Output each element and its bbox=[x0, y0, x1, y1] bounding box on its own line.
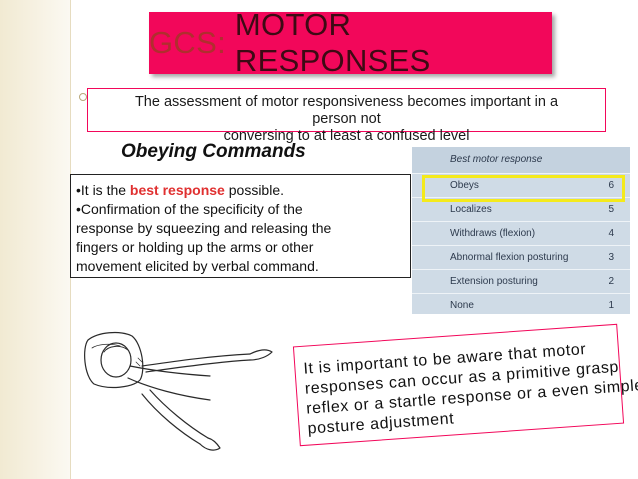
primitive-grasp-note: It is important to be aware that motor r… bbox=[292, 323, 638, 447]
intro-line: conversing to at least a confused level bbox=[223, 128, 470, 144]
note-line: movement elicited by verbal command. bbox=[76, 258, 319, 274]
motor-response-table: Best motor response Obeys 6 Localizes 5 … bbox=[412, 147, 630, 314]
bullet-circle-icon bbox=[79, 93, 87, 101]
table-row: None 1 bbox=[412, 293, 630, 314]
note-line: fingers or holding up the arms or other bbox=[76, 239, 314, 255]
slide-title: GCS: MOTOR RESPONSES bbox=[149, 7, 552, 78]
table-row: Abnormal flexion posturing 3 bbox=[412, 245, 630, 268]
note-line: •It is the best response possible. bbox=[76, 182, 285, 198]
table-row: Localizes 5 bbox=[412, 197, 630, 220]
note-line: •Confirmation of the specificity of the bbox=[76, 201, 303, 217]
table-header: Best motor response bbox=[412, 147, 630, 173]
supine-patient-illustration bbox=[84, 331, 273, 451]
left-decorative-stripe bbox=[0, 0, 70, 479]
title-prefix: GCS: bbox=[149, 25, 226, 60]
obeying-commands-note: •It is the best response possible. •Conf… bbox=[70, 174, 411, 278]
title-main: MOTOR RESPONSES bbox=[234, 7, 431, 78]
subheading: Obeying Commands bbox=[121, 141, 306, 162]
table-row: Obeys 6 bbox=[412, 173, 630, 196]
intro-line: person not bbox=[312, 111, 381, 127]
intro-text-box: The assessment of motor responsiveness b… bbox=[87, 88, 606, 144]
note-line: response by squeezing and releasing the bbox=[76, 220, 332, 236]
obeys-highlight-frame bbox=[422, 175, 625, 202]
table-row: Extension posturing 2 bbox=[412, 269, 630, 292]
intro-line: The assessment of motor responsiveness b… bbox=[134, 94, 559, 110]
best-response-highlight: best response bbox=[129, 182, 225, 198]
table-row: Withdraws (flexion) 4 bbox=[412, 221, 630, 244]
